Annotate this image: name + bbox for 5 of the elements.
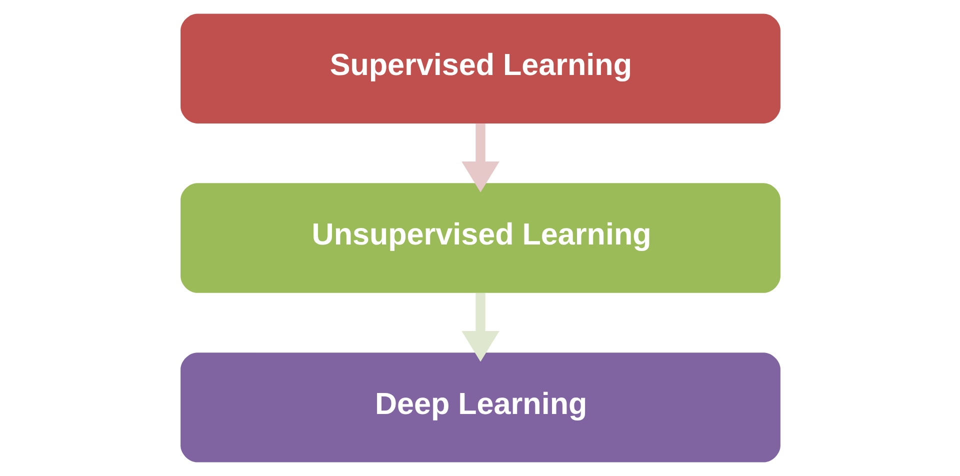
node-box: Supervised Learning [180, 14, 780, 124]
node-box: Unsupervised Learning [180, 183, 780, 293]
arrow [461, 124, 499, 192]
node-box: Deep Learning [180, 352, 780, 462]
arrow [461, 293, 499, 362]
